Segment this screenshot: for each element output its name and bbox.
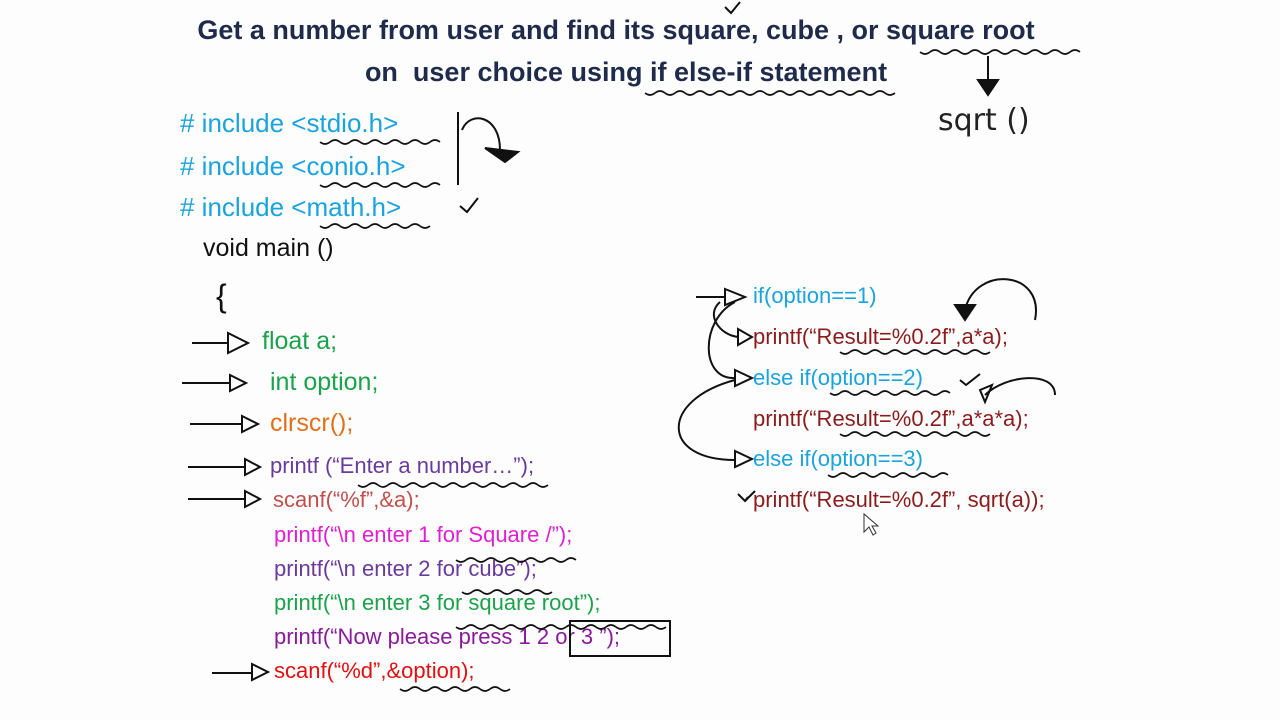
squiggle-underline xyxy=(319,49,1081,692)
scanf-option: scanf(“%d”,&option); xyxy=(274,658,475,683)
printf-option-3: printf(“\n enter 3 for square root”); xyxy=(274,590,601,615)
arrow-icon xyxy=(182,56,1056,682)
printf-press: printf(“Now please press 1 2 or 3 ”); xyxy=(274,624,621,649)
else-if-option-3: else if(option==3) xyxy=(753,446,923,471)
printf-enter-number: printf (“Enter a number…”); xyxy=(270,453,535,478)
printf-cube-result: printf(“Result=%0.2f”,a*a*a); xyxy=(753,406,1029,431)
slide-title-line-1: Get a number from user and find its squa… xyxy=(197,15,1035,45)
if-option-1: if(option==1) xyxy=(753,283,877,308)
checkmark-icon xyxy=(459,1,981,503)
sqrt-handwritten-note: sqrt () xyxy=(938,103,1030,138)
mouse-cursor-icon xyxy=(863,512,880,536)
void-main: void main () xyxy=(203,234,334,262)
include-conio: # include <conio.h> xyxy=(180,151,406,181)
int-declaration: int option; xyxy=(270,368,379,396)
float-declaration: float a; xyxy=(262,327,338,355)
include-stdio: # include <stdio.h> xyxy=(180,108,399,138)
scanf-float: scanf(“%f”,&a); xyxy=(273,487,420,512)
printf-option-1: printf(“\n enter 1 for Square /”); xyxy=(274,522,573,547)
include-math: # include <math.h> xyxy=(180,192,402,222)
clrscr-call: clrscr(); xyxy=(270,409,354,437)
printf-sqrt-result: printf(“Result=%0.2f”, sqrt(a)); xyxy=(753,487,1045,512)
printf-square-result: printf(“Result=%0.2f”,a*a); xyxy=(753,324,1008,349)
open-brace: { xyxy=(216,278,227,314)
else-if-option-2: else if(option==2) xyxy=(753,365,923,390)
slide-title-line-2: on user choice using if else-if statemen… xyxy=(364,57,888,87)
printf-option-2: printf(“\n enter 2 for cube”); xyxy=(274,556,537,581)
